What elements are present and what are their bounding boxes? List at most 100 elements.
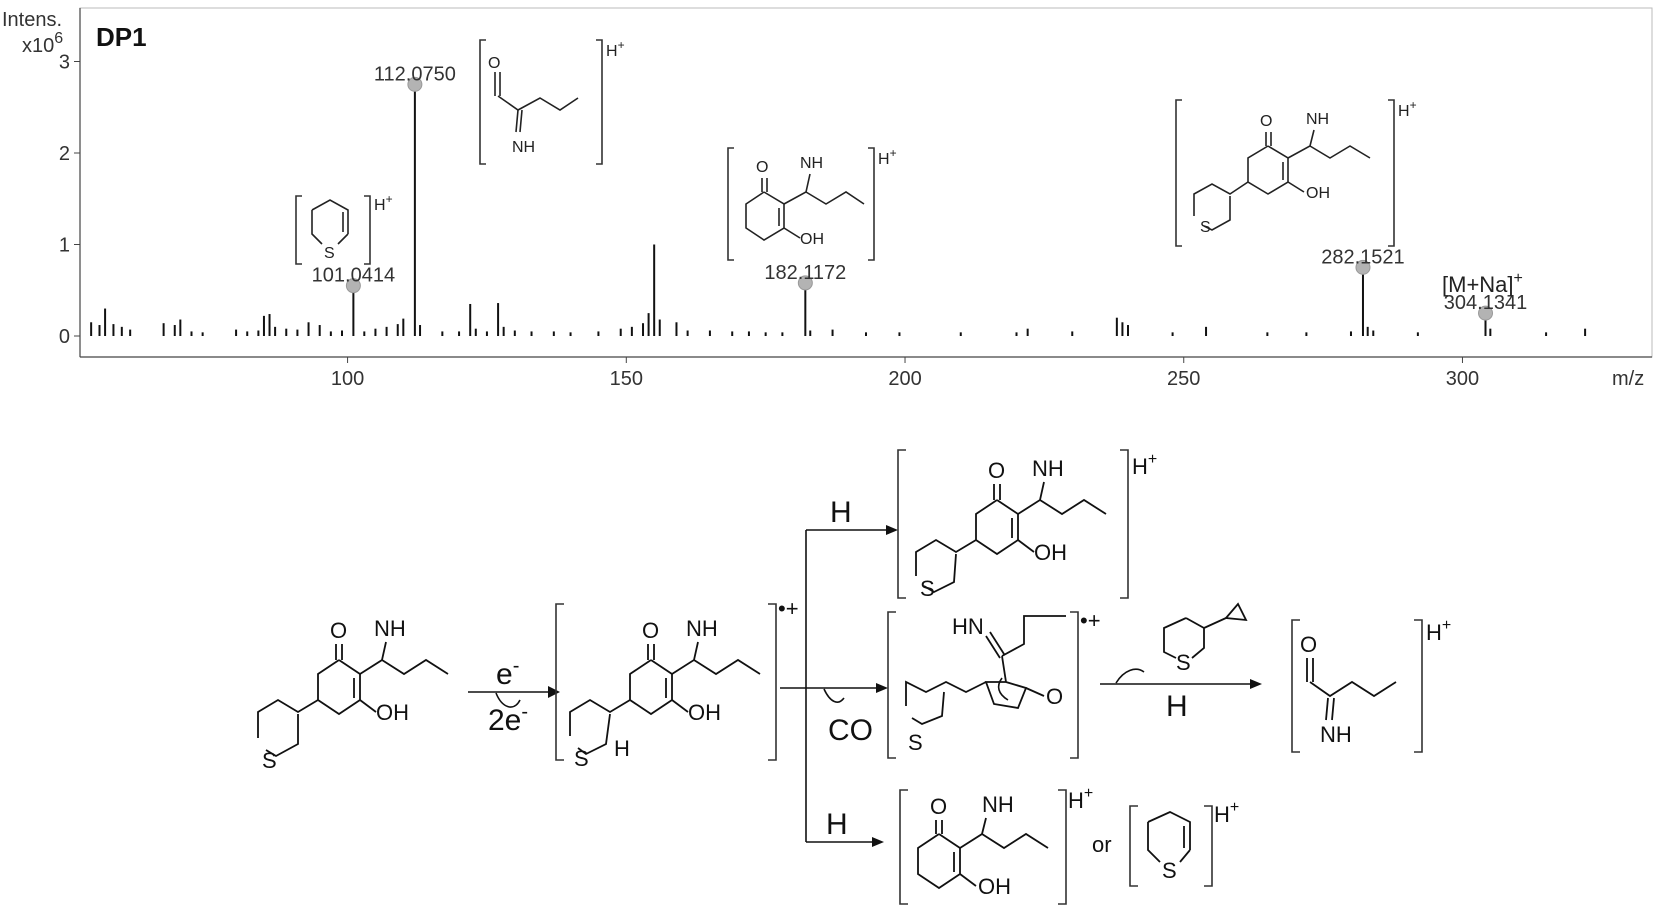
inset-structure-dihydrothiopyran: S H+ xyxy=(295,192,393,265)
ring-bonds xyxy=(311,199,349,245)
x-tick-label-3: 250 xyxy=(1167,368,1200,390)
side-chain-bonds xyxy=(1282,129,1371,180)
h-radical-bottom: H xyxy=(826,808,848,841)
charge-label-plus: + xyxy=(1442,617,1451,634)
charge-label: H+ xyxy=(1426,617,1451,645)
atom-nh: NH xyxy=(800,155,823,172)
atom-o: O xyxy=(930,794,947,819)
atom-oh: OH xyxy=(688,700,721,725)
atom-o: O xyxy=(488,55,500,72)
product-dihydrothiopyran: H+ S xyxy=(1129,799,1239,887)
atom-s: S xyxy=(1176,650,1191,675)
peak-label-0: 101.0414 xyxy=(312,265,395,287)
charge-label: H+ xyxy=(1068,785,1093,813)
hydroxyl-bond xyxy=(671,699,689,713)
atom-nh: NH xyxy=(1306,111,1329,128)
atom-nh: NH xyxy=(1320,722,1352,747)
adduct-label: [M+Na]+ xyxy=(1442,270,1523,297)
peak-marker-4 xyxy=(1478,305,1494,321)
side-chain-bonds xyxy=(778,173,865,226)
plot-frame xyxy=(79,7,1653,358)
radical-cation-intermediate: •+ O NH OH S H xyxy=(555,596,799,771)
cyclopropyl-loss-arrow: H S xyxy=(1100,602,1262,723)
imine-double-bond xyxy=(1325,697,1335,721)
ionization-arrow: e- 2e- xyxy=(468,655,560,737)
atom-o: O xyxy=(1046,684,1063,709)
adduct-label-charge: + xyxy=(1514,270,1523,287)
peak-marker-1 xyxy=(407,76,423,92)
ring-bonds xyxy=(1247,132,1289,195)
hydroxyl-bond xyxy=(359,699,377,713)
x-tick-label-2: 200 xyxy=(888,368,921,390)
electron-label-sup: - xyxy=(513,655,520,677)
curved-arrow xyxy=(495,692,521,708)
atom-hn: HN xyxy=(952,614,984,639)
chart-title: DP1 xyxy=(96,22,147,52)
charge-label-plus: + xyxy=(1084,785,1093,802)
thiane-bonds xyxy=(257,698,319,758)
atom-oh: OH xyxy=(1034,540,1067,565)
product-bicyclic-radical-cation: •+ HN O S xyxy=(887,608,1101,759)
charge-label-h: H xyxy=(374,197,386,214)
branch-top-arrowhead xyxy=(886,525,898,535)
charge-label-plus: + xyxy=(618,38,625,52)
charge-label-h: H xyxy=(878,151,890,168)
charge-label-plus: + xyxy=(1410,98,1417,112)
bracket xyxy=(295,195,371,265)
x-axis-label: m/z xyxy=(1612,368,1644,390)
atom-o: O xyxy=(988,458,1005,483)
y-tick-label-2: 2 xyxy=(59,143,70,165)
adduct-label-text: [M+Na] xyxy=(1442,272,1514,297)
radical-cation-label: •+ xyxy=(1080,608,1101,633)
atom-oh: OH xyxy=(376,700,409,725)
atom-nh: NH xyxy=(686,616,718,641)
peaks xyxy=(90,84,1587,336)
x-tick-label-4: 300 xyxy=(1446,368,1479,390)
y-tick-label-1: 1 xyxy=(59,235,70,257)
y-axis-label: Intens. xyxy=(2,9,62,31)
ring-bonds xyxy=(1147,811,1191,863)
radical-cation-label: •+ xyxy=(778,596,799,621)
thiane-bonds xyxy=(569,698,631,756)
electron-push-arrow xyxy=(997,677,1009,701)
bracket xyxy=(727,147,875,261)
atom-s: S xyxy=(324,245,335,262)
fragmentation-scheme: O NH OH S e- 2e- •+ O NH OH xyxy=(257,449,1451,905)
charge-label-h: H xyxy=(1398,103,1410,120)
electron-label-base: e xyxy=(496,658,513,691)
branch-bottom-arrowhead xyxy=(872,837,884,847)
charge-label-h: H xyxy=(1068,788,1084,813)
atom-o: O xyxy=(1300,632,1317,657)
x-tick-label-0: 100 xyxy=(331,368,364,390)
thiane-bonds xyxy=(1193,181,1249,231)
y-axis-unit: x106 xyxy=(22,30,63,57)
y-axis-unit-exponent: 6 xyxy=(54,30,63,47)
thiane-bonds xyxy=(1163,617,1227,659)
atom-s: S xyxy=(262,748,277,773)
peak-marker-2 xyxy=(797,275,813,291)
y-axis-unit-base: x10 xyxy=(22,35,54,57)
y-tick-label-3: 3 xyxy=(59,52,70,74)
bracket xyxy=(1129,805,1213,887)
cyclopropyl-bonds xyxy=(1224,602,1248,622)
hydroxyl-bond xyxy=(1017,539,1035,553)
product-iminoaldehyde: H+ O NH xyxy=(1291,617,1451,753)
charge-label: H+ xyxy=(1398,98,1417,120)
ring-bonds xyxy=(975,484,1019,556)
h-radical-middle: H xyxy=(1166,690,1188,723)
charge-label: H+ xyxy=(606,38,625,60)
bracket xyxy=(555,603,777,761)
side-chain-bonds xyxy=(1011,481,1107,538)
arrow-head xyxy=(548,686,560,698)
atom-s: S xyxy=(908,730,923,755)
charge-label-h: H xyxy=(1132,454,1148,479)
branch-middle-arrowhead xyxy=(876,683,888,693)
peak-label-2: 182.1172 xyxy=(764,262,846,284)
y-tick-label-0: 0 xyxy=(59,326,70,348)
atom-o: O xyxy=(756,159,768,176)
charge-label: H+ xyxy=(878,146,897,168)
co-loss-label: CO xyxy=(828,714,873,747)
electron-label: e- xyxy=(496,655,519,691)
